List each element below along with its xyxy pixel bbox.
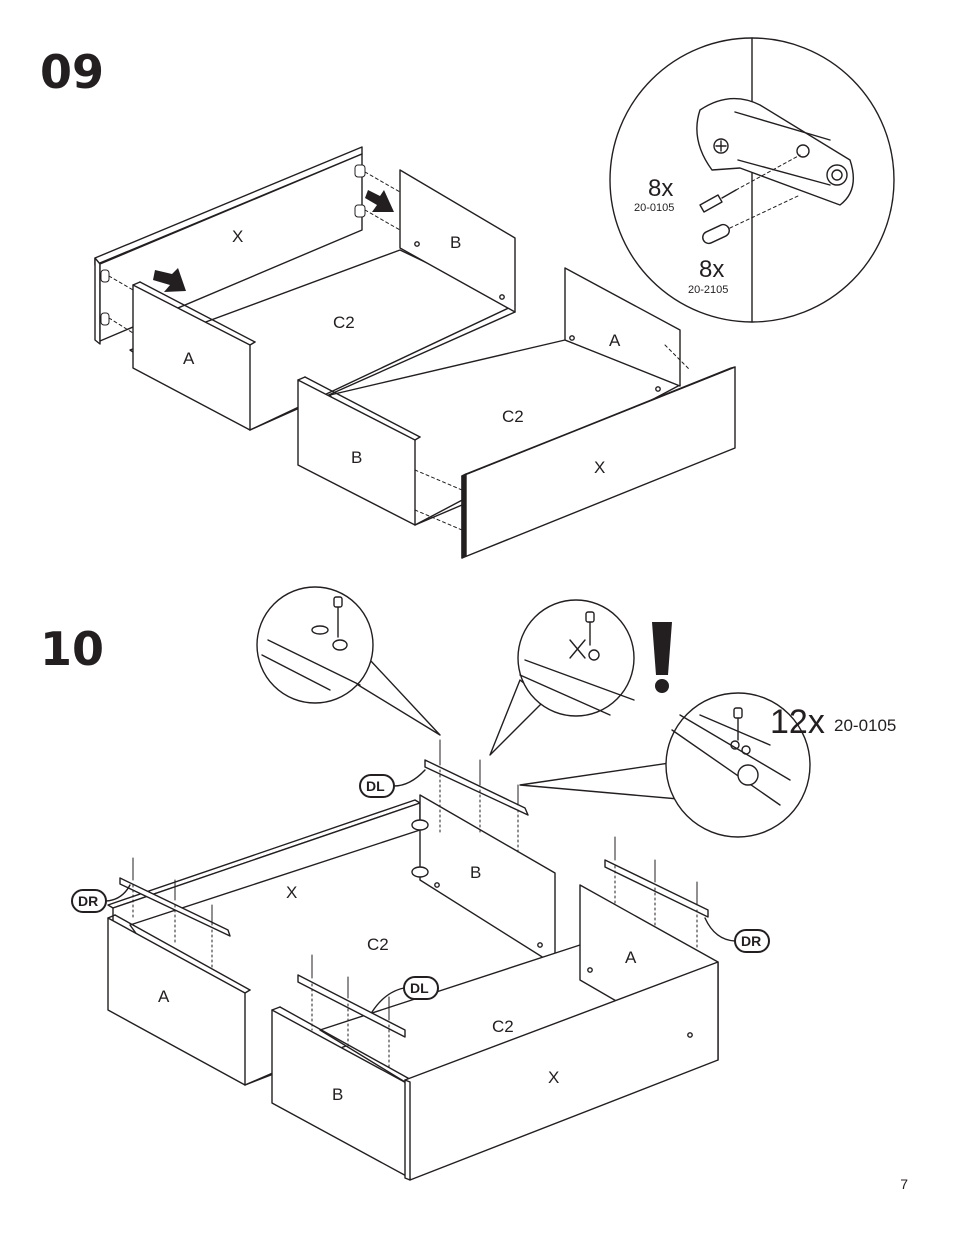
panel-b-label: B xyxy=(351,448,362,467)
exclamation-icon xyxy=(652,622,672,693)
panel-x-label: X xyxy=(286,883,297,902)
rail-tag-dr-left: DR xyxy=(71,884,131,913)
hardware-code: 20-0105 xyxy=(834,716,896,735)
step-number-10: 10 xyxy=(40,622,105,676)
step10-detail-callout-left xyxy=(256,586,441,736)
hardware-code: 20-2105 xyxy=(688,284,728,296)
page-number: 7 xyxy=(900,1176,908,1192)
panel-c2-label: C2 xyxy=(492,1017,514,1036)
hardware-quantity: 12x xyxy=(770,703,825,741)
panel-b-label: B xyxy=(332,1085,343,1104)
panel-x-label: X xyxy=(232,227,243,246)
step09-detail-callout: 8x 20-0105 8x 20-2105 xyxy=(609,37,895,323)
svg-text:DR: DR xyxy=(78,893,98,909)
step10-detail-callout-right: 12x 20-0105 xyxy=(519,692,896,838)
panel-x-label: X xyxy=(548,1068,559,1087)
hardware-quantity: 8x xyxy=(699,256,724,283)
hardware-quantity: 8x xyxy=(648,175,673,202)
svg-text:DR: DR xyxy=(741,933,761,949)
panel-a-label: A xyxy=(158,987,170,1006)
cam-dowel-icon xyxy=(702,223,730,245)
step10-drawer-left: X B C2 A xyxy=(107,794,556,1086)
panel-a-label: A xyxy=(625,948,637,967)
panel-c2-label: C2 xyxy=(502,407,524,426)
drawer-rail xyxy=(297,836,709,1071)
wood-screw-icon xyxy=(699,189,737,213)
svg-text:DL: DL xyxy=(366,778,385,794)
rail-tag-dl-top: DL xyxy=(359,769,426,798)
step09-drawer-right: A C2 B X xyxy=(297,267,736,559)
hardware-code: 20-0105 xyxy=(634,202,674,214)
push-arrow-icon xyxy=(153,268,186,292)
panel-c2-label: C2 xyxy=(367,935,389,954)
panel-b-label: B xyxy=(450,233,461,252)
rail-tag-dl-bottom: DL xyxy=(371,976,439,1013)
svg-text:DL: DL xyxy=(410,980,429,996)
step-number-09: 09 xyxy=(40,45,105,99)
step10-detail-callout-middle xyxy=(489,599,635,756)
step10-drawer-right: A C2 B X xyxy=(271,884,719,1181)
push-arrow-icon xyxy=(365,190,394,212)
drawer-rail xyxy=(119,739,529,969)
step09-drawer-left: X B C2 A xyxy=(94,146,516,431)
panel-c2-label: C2 xyxy=(333,313,355,332)
wood-screw-icon xyxy=(733,707,743,719)
panel-a-label: A xyxy=(183,349,195,368)
panel-b-label: B xyxy=(470,863,481,882)
rail-tag-dr-right: DR xyxy=(704,917,770,953)
panel-a-label: A xyxy=(609,331,621,350)
panel-x-label: X xyxy=(594,458,605,477)
